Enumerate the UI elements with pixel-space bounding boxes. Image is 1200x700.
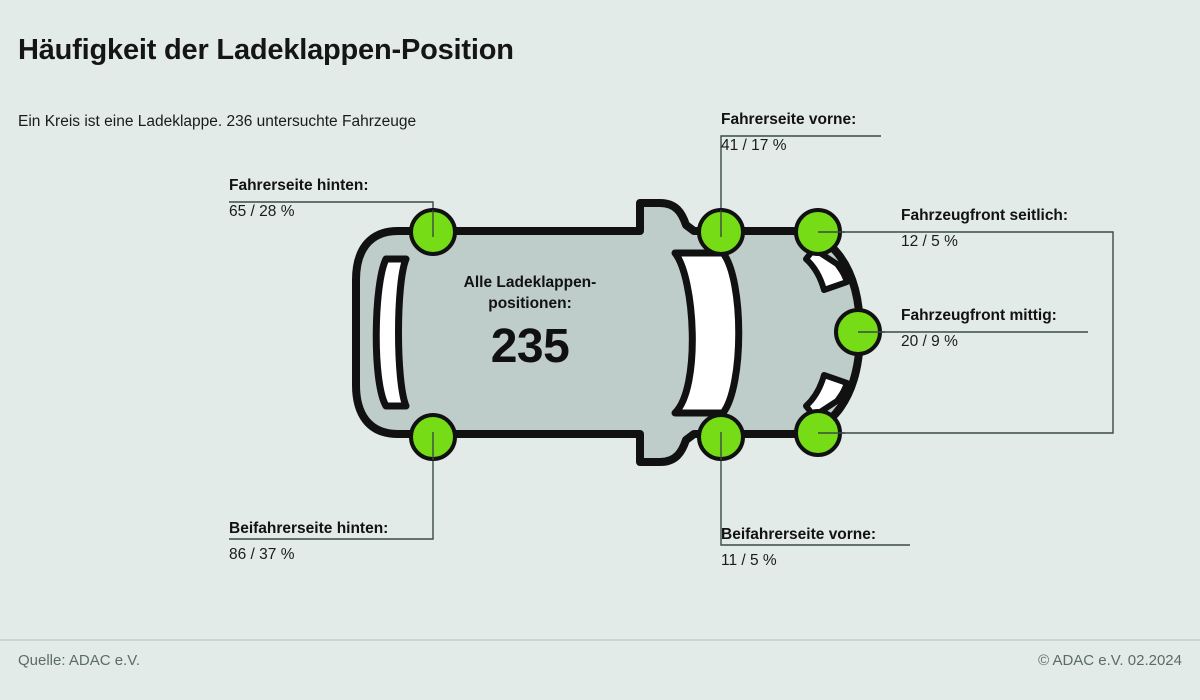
callout-fahrzeugfront-seitlich: Fahrzeugfront seitlich: 12 / 5 % bbox=[901, 206, 1068, 253]
page-title: Häufigkeit der Ladeklappen-Position bbox=[18, 34, 514, 66]
leader-beifahrerseite-vorne bbox=[720, 437, 910, 546]
leader-fahrerseite-vorne bbox=[720, 135, 881, 232]
callout-title: Beifahrerseite hinten: bbox=[229, 520, 389, 537]
callout-value: 12 / 5 % bbox=[901, 233, 958, 250]
headlight-lower bbox=[803, 372, 850, 419]
callout-value: 20 / 9 % bbox=[901, 333, 958, 350]
callout-value: 65 / 28 % bbox=[229, 203, 295, 220]
callout-title: Fahrerseite vorne: bbox=[721, 111, 857, 128]
center-total-value: 235 bbox=[490, 320, 570, 373]
callout-title: Fahrerseite hinten: bbox=[229, 177, 369, 194]
headlight-upper bbox=[803, 246, 850, 293]
page-subtitle: Ein Kreis ist eine Ladeklappe. 236 unter… bbox=[18, 113, 417, 130]
rear-window bbox=[372, 255, 410, 410]
callout-title: Fahrzeugfront mittig: bbox=[901, 307, 1057, 324]
callout-fahrerseite-vorne: Fahrerseite vorne: 41 / 17 % bbox=[721, 110, 856, 157]
callout-fahrerseite-hinten: Fahrerseite hinten: 65 / 28 % bbox=[229, 176, 369, 223]
leader-fahrzeugfront-seitlich bbox=[818, 231, 1114, 434]
source-text: Quelle: ADAC e.V. bbox=[18, 652, 141, 669]
leader-beifahrerseite-hinten bbox=[229, 437, 434, 540]
callout-value: 86 / 37 % bbox=[229, 546, 295, 563]
callout-fahrzeugfront-mittig: Fahrzeugfront mittig: 20 / 9 % bbox=[901, 306, 1057, 353]
callout-title: Fahrzeugfront seitlich: bbox=[901, 207, 1069, 224]
callout-beifahrerseite-hinten: Beifahrerseite hinten: 86 / 37 % bbox=[229, 519, 388, 566]
windshield bbox=[671, 249, 743, 417]
center-label-line2: positionen: bbox=[488, 295, 572, 312]
car-shape bbox=[352, 199, 864, 466]
callout-value: 11 / 5 % bbox=[721, 552, 777, 569]
callout-title: Beifahrerseite vorne: bbox=[721, 526, 877, 543]
copyright-text: © ADAC e.V. 02.2024 bbox=[1038, 652, 1182, 669]
callout-value: 41 / 17 % bbox=[721, 137, 787, 154]
center-total-label: Alle Ladeklappen- positionen: 235 bbox=[410, 272, 650, 374]
callout-beifahrerseite-vorne: Beifahrerseite vorne: 11 / 5 % bbox=[721, 525, 876, 572]
center-label-line1: Alle Ladeklappen- bbox=[463, 274, 597, 291]
